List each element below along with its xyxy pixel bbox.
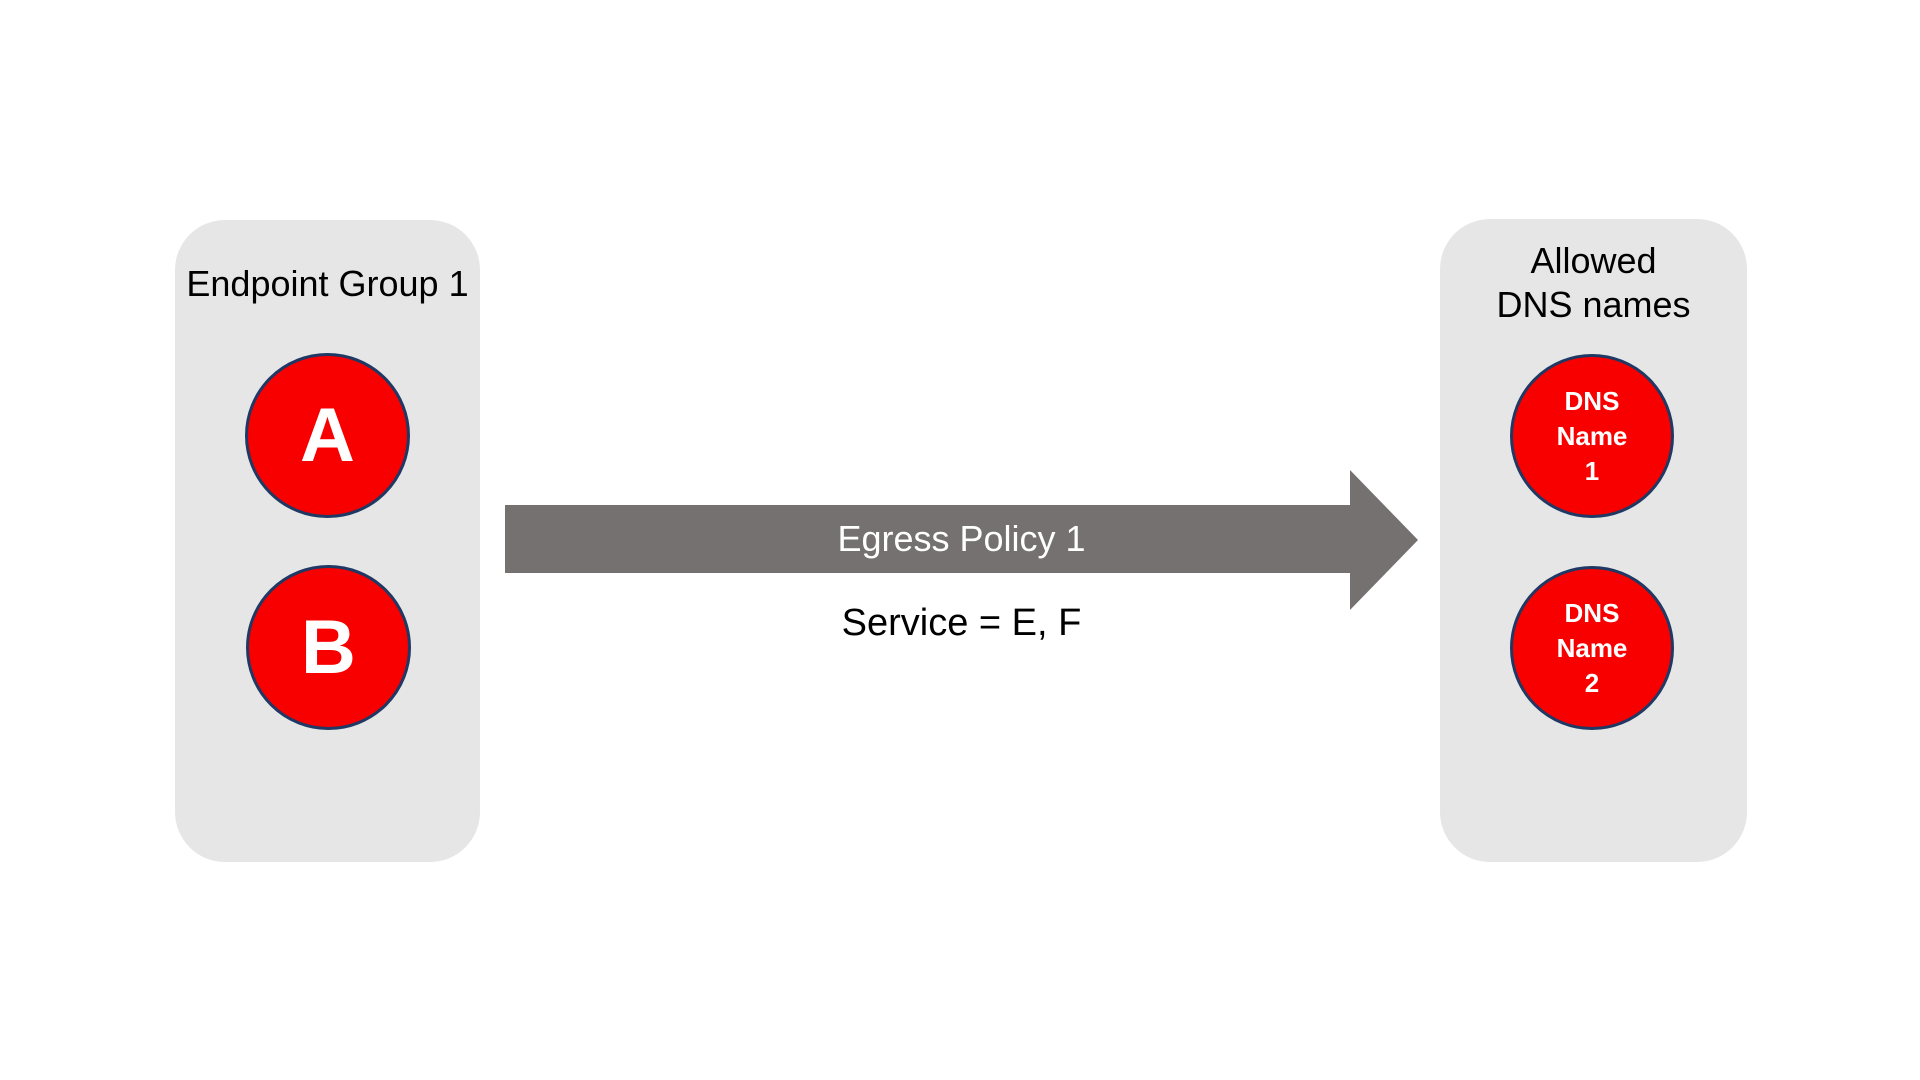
endpoint-node-b-label: B	[301, 604, 356, 690]
allowed-dns-title-line2: DNS names	[1496, 284, 1691, 325]
endpoint-node-a-label: A	[300, 392, 355, 478]
dns-node-1-line1: DNS	[1564, 385, 1620, 416]
dns-node-1-line3: 1	[1584, 455, 1600, 486]
endpoint-node-a: A	[245, 353, 410, 518]
allowed-dns-title: Allowed DNS names	[1440, 239, 1747, 327]
endpoint-group-title: Endpoint Group 1	[186, 263, 469, 304]
dns-node-1: DNS Name 1	[1510, 354, 1674, 518]
dns-node-2-line2: Name	[1556, 632, 1628, 663]
egress-policy-label: Egress Policy 1	[837, 518, 1086, 559]
dns-node-1-label: DNS Name 1	[1557, 384, 1628, 489]
dns-node-2: DNS Name 2	[1510, 566, 1674, 730]
allowed-dns-title-line1: Allowed	[1530, 240, 1657, 281]
egress-arrow: Egress Policy 1	[505, 470, 1418, 610]
dns-node-2-label: DNS Name 2	[1557, 596, 1628, 701]
endpoint-group-panel: Endpoint Group 1 A B	[175, 220, 480, 862]
dns-node-2-line1: DNS	[1564, 597, 1620, 628]
allowed-dns-panel: Allowed DNS names DNS Name 1 DNS Name 2	[1440, 219, 1747, 862]
endpoint-node-b: B	[246, 565, 411, 730]
dns-node-1-line2: Name	[1556, 420, 1628, 451]
right-arrow-icon	[505, 470, 1418, 610]
dns-node-2-line3: 2	[1584, 667, 1600, 698]
service-label: Service = E, F	[841, 602, 1082, 644]
